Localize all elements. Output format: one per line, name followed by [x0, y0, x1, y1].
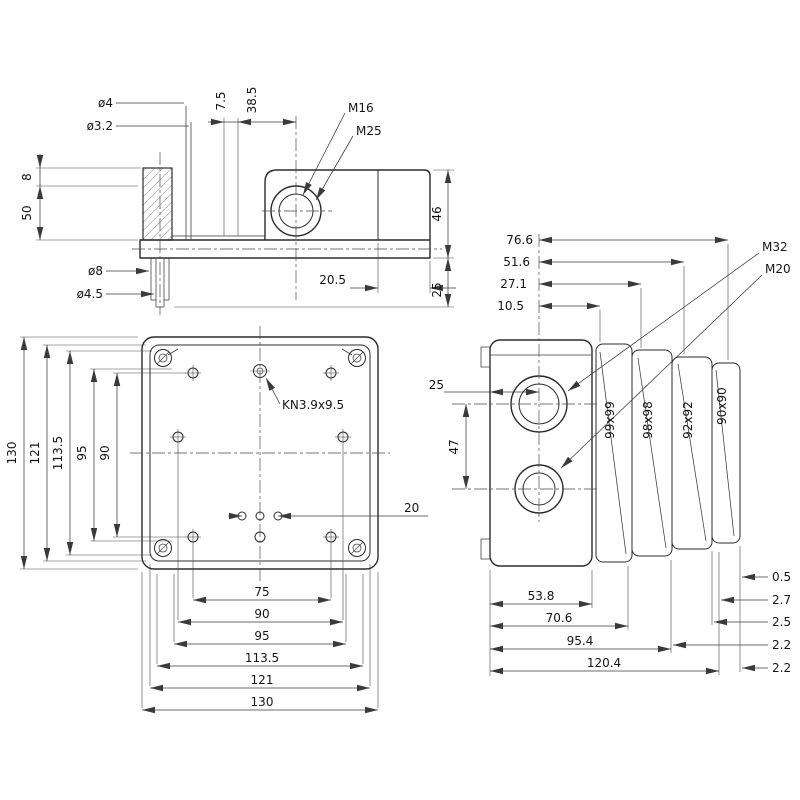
side-view: ø4 ø3.2 7.5 38.5 M16 M25 8 50 ø8 ø4.5 20… — [20, 87, 456, 315]
top-view-dimension-lines — [20, 336, 428, 714]
right-view-body — [480, 339, 741, 567]
dim-label-76-6: 76.6 — [506, 233, 533, 247]
section-label-92x92: 92x92 — [681, 401, 695, 439]
mounting-tab — [480, 346, 491, 368]
corner-screw — [154, 349, 172, 367]
dim-label-wall-2-7: 2.7 — [772, 593, 791, 607]
dim-label-dia8: ø8 — [88, 264, 103, 278]
dim-label-90-bottom: 90 — [254, 607, 269, 621]
side-view-dimension-lines — [36, 102, 456, 308]
section-90x90 — [711, 362, 741, 544]
dim-label-27-1: 27.1 — [500, 277, 527, 291]
dim-label-47: 47 — [447, 439, 461, 454]
dim-label-130-bottom: 130 — [251, 695, 274, 709]
corner-screw — [348, 539, 366, 557]
thread-label-m20: M20 — [765, 262, 791, 276]
side-view-body — [139, 106, 431, 308]
top-view: 130 121 113.5 95 90 KN3.9x9.5 20 75 90 9… — [5, 326, 428, 714]
section-label-98x98: 98x98 — [641, 401, 655, 439]
right-view-dimension-lines — [444, 236, 768, 676]
dim-label-50: 50 — [20, 205, 34, 220]
mounting-tab — [480, 538, 491, 560]
dim-label-wall-2-2b: 2.2 — [772, 661, 791, 675]
dim-label-46: 46 — [430, 206, 444, 221]
dim-label-38-5: 38.5 — [245, 87, 259, 114]
dim-label-25-side: 25 — [430, 282, 444, 297]
dim-label-wall-2-5: 2.5 — [772, 615, 791, 629]
thread-label-m32: M32 — [762, 240, 788, 254]
dim-label-95-4: 95.4 — [567, 634, 594, 648]
dim-label-90-left: 90 — [98, 445, 112, 460]
thread-label-m25: M25 — [356, 124, 382, 138]
dim-label-8: 8 — [20, 173, 34, 181]
dim-label-121-left: 121 — [28, 442, 42, 465]
dim-label-wall-2-2a: 2.2 — [772, 638, 791, 652]
dim-label-113-5-bottom: 113.5 — [245, 651, 279, 665]
right-view: 76.6 51.6 27.1 10.5 M32 M20 25 47 99x99 … — [429, 233, 791, 676]
dim-label-10-5: 10.5 — [497, 299, 524, 313]
dim-label-75-bottom: 75 — [254, 585, 269, 599]
dim-label-113-5-left: 113.5 — [51, 436, 65, 470]
dim-label-51-6: 51.6 — [503, 255, 530, 269]
dim-label-dia3-2: ø3.2 — [87, 119, 113, 133]
thread-label-m16: M16 — [348, 101, 374, 115]
side-view-centerlines — [132, 116, 442, 315]
wall-section-hatch — [142, 167, 173, 241]
dim-label-dia4: ø4 — [98, 96, 113, 110]
dim-label-20-5: 20.5 — [319, 273, 346, 287]
corner-screw — [348, 349, 366, 367]
dim-label-95-left: 95 — [75, 445, 89, 460]
dim-label-120-4: 120.4 — [587, 656, 621, 670]
top-view-centerlines — [130, 326, 390, 582]
section-label-99x99: 99x99 — [603, 401, 617, 439]
dim-label-7-5: 7.5 — [214, 91, 228, 110]
section-label-90x90: 90x90 — [715, 387, 729, 425]
dim-label-dia4-5: ø4.5 — [77, 287, 103, 301]
dim-label-20: 20 — [404, 501, 419, 515]
dim-label-95-bottom: 95 — [254, 629, 269, 643]
dim-label-130-left: 130 — [5, 442, 19, 465]
dim-label-70-6: 70.6 — [546, 611, 573, 625]
knockout-label: KN3.9x9.5 — [282, 398, 344, 412]
top-view-mounting-holes — [170, 364, 351, 545]
dim-label-wall-0-5: 0.5 — [772, 570, 791, 584]
corner-screw — [154, 539, 172, 557]
dim-label-25-right: 25 — [429, 378, 444, 392]
dim-label-121-bottom: 121 — [251, 673, 274, 687]
section-99x99 — [595, 343, 633, 563]
dim-label-53-8: 53.8 — [528, 589, 555, 603]
